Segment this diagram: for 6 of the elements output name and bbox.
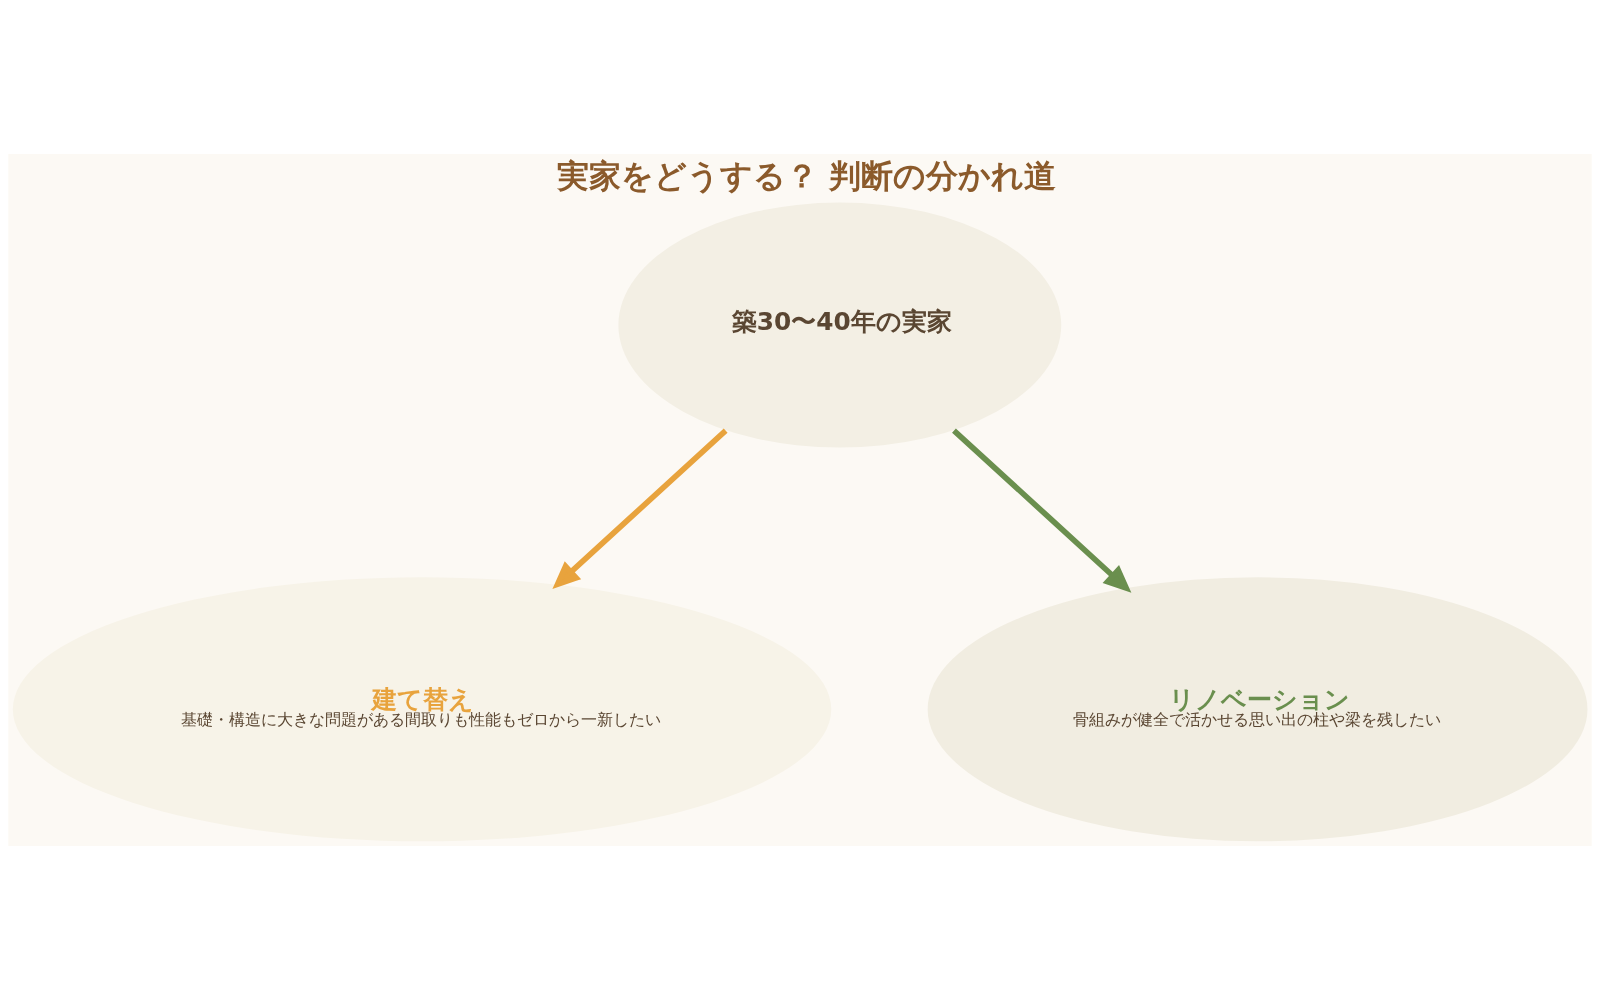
diagram-title: 実家をどうする？ 判断の分かれ道	[557, 158, 1057, 195]
arrow	[552, 428, 728, 589]
node-ellipse: リノベーション 骨組みが健全で活かせる思い出の柱や梁を残したい	[927, 577, 1588, 842]
node-ellipse: 築30〜40年の実家	[618, 202, 1062, 448]
node-ellipse: 建て替え 基礎・構造に大きな問題がある間取りも性能もゼロから一新したい	[12, 577, 832, 842]
arrow	[952, 428, 1132, 593]
